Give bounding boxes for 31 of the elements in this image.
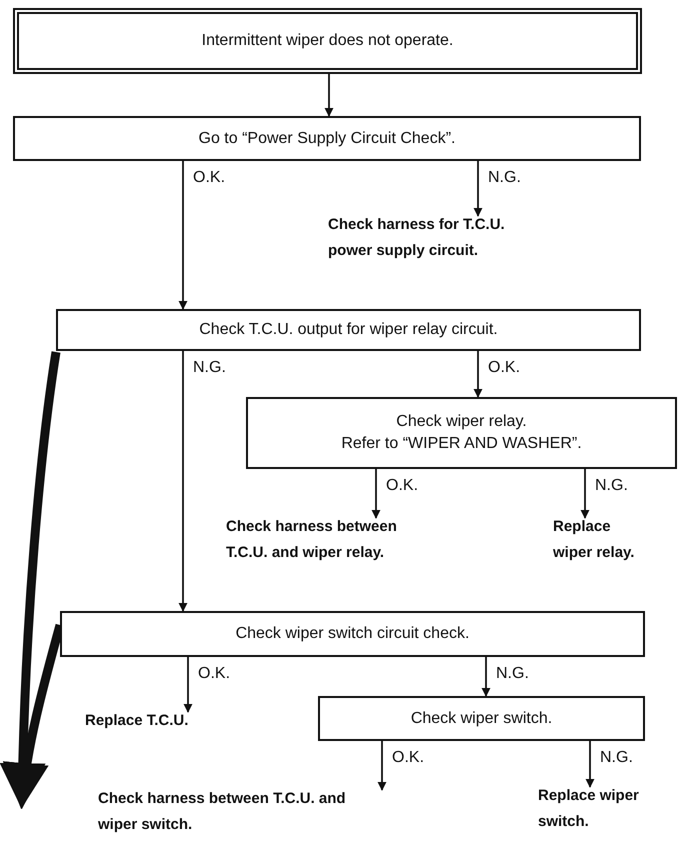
box-text: Check T.C.U. output for wiper relay circuit. [199, 320, 498, 340]
arrow [482, 657, 490, 697]
arrow [324, 74, 334, 117]
arrow [474, 161, 482, 217]
box-text: Check wiper relay. [396, 412, 527, 432]
arrow [580, 469, 590, 519]
step-text: Check harness between T.C.U. and wiper switch. [98, 786, 388, 837]
process-box [13, 116, 641, 161]
box-text: Check wiper switch circuit check. [236, 624, 470, 644]
process-box [246, 397, 677, 469]
process-box [13, 8, 642, 74]
process-box [60, 611, 645, 657]
arrow [586, 741, 594, 788]
box-text: Go to “Power Supply Circuit Check”. [198, 128, 456, 149]
box-text: Refer to “WIPER AND WASHER”. [341, 434, 582, 454]
step-text: Replace wiper switch. [538, 783, 648, 834]
arrow [178, 351, 188, 612]
arrow [184, 657, 192, 713]
step-text: Check harness for T.C.U. power supply circuit. [328, 212, 543, 263]
process-box [56, 309, 641, 351]
box-text: Check wiper switch. [410, 708, 552, 729]
thick-arrow [0, 351, 60, 810]
step-text: Check harness between T.C.U. and wiper relay. [226, 514, 426, 565]
arrow [178, 161, 188, 310]
step-text: Replace wiper relay. [553, 514, 653, 565]
step-text: Replace T.C.U. [85, 708, 275, 734]
process-box [318, 696, 645, 741]
arrow [474, 351, 482, 398]
arrow [378, 741, 386, 791]
arrow [372, 469, 380, 519]
box-text: Intermittent wiper does not operate. [202, 31, 454, 52]
